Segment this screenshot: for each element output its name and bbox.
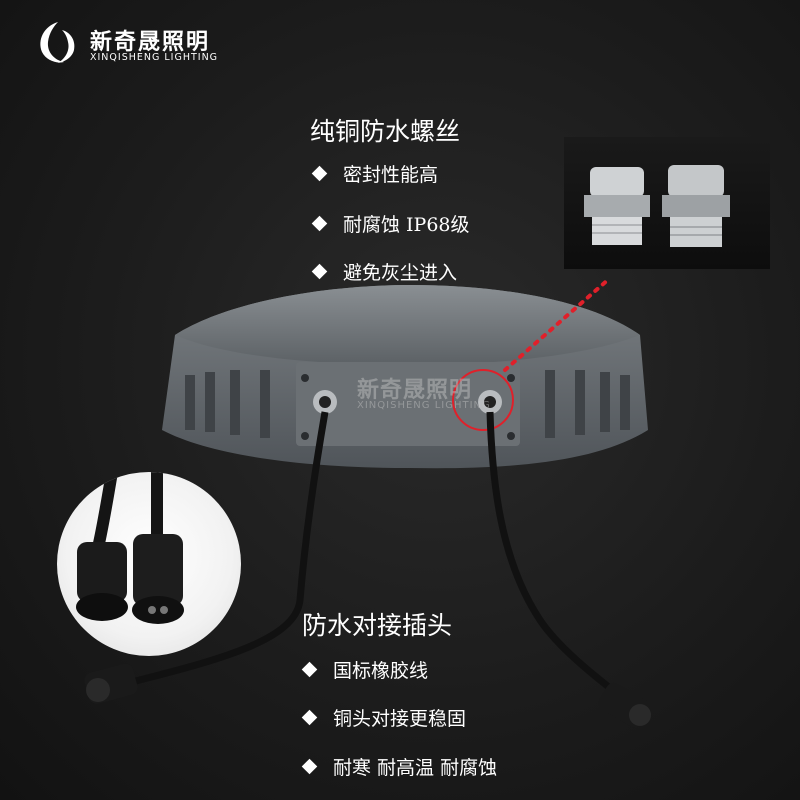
watermark-name: 新奇晟照明 [357, 378, 473, 403]
male-plug [133, 534, 183, 606]
pointer-line [503, 276, 612, 372]
connector-inset-photo [57, 472, 241, 656]
screw-inset-photo [564, 137, 770, 269]
screw-feature-1: 密封性能高 [311, 160, 438, 187]
watermark-subtitle: XINQISHENG LIGHTING [357, 400, 491, 411]
connector-feature-2: 铜头对接更稳固 [301, 704, 466, 731]
brand-name: 新奇晟照明 [90, 30, 211, 55]
right-connector [598, 682, 651, 728]
diamond-bullet-icon [301, 709, 318, 726]
right-cable [486, 411, 628, 703]
screw-gland-1 [584, 167, 650, 245]
diamond-bullet-icon [301, 661, 318, 678]
highlight-circle [452, 369, 514, 431]
diamond-bullet-icon [311, 165, 328, 182]
connector-feature-3: 耐寒 耐高温 耐腐蚀 [301, 753, 497, 780]
screw-feature-2: 耐腐蚀 IP68级 [311, 210, 470, 237]
screw-gland-2 [662, 165, 730, 247]
brand-subtitle: XINQISHENG LIGHTING [90, 52, 219, 63]
connector-feature-1: 国标橡胶线 [301, 656, 428, 683]
logo-mark-icon [40, 22, 75, 63]
diamond-bullet-icon [311, 215, 328, 232]
diamond-bullet-icon [301, 758, 318, 775]
left-connector [84, 663, 138, 704]
brand-logo: 新奇晟照明 XINQISHENG LIGHTING [34, 20, 234, 70]
diamond-bullet-icon [311, 263, 328, 280]
mounting-plate [296, 362, 520, 446]
screw-feature-3: 避免灰尘进入 [311, 258, 457, 285]
screw-section-heading: 纯铜防水螺丝 [310, 117, 461, 146]
left-cable [119, 411, 329, 689]
female-plug [77, 542, 127, 602]
connector-section-heading: 防水对接插头 [302, 611, 453, 640]
